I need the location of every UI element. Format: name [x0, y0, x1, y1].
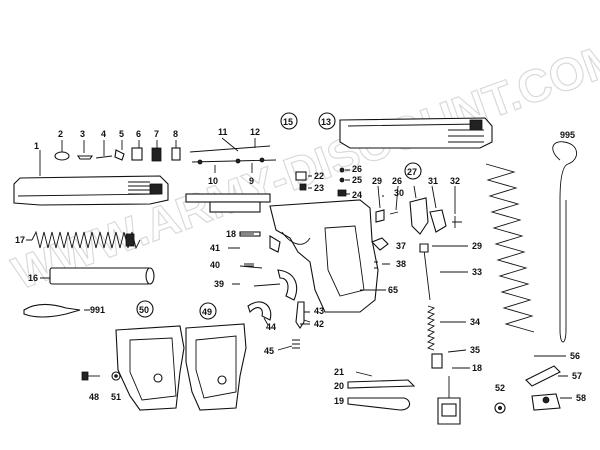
slide-part-1: [13, 175, 169, 206]
rods-9-12: [189, 137, 277, 173]
recoil-guide-16: [49, 267, 155, 285]
label-27: 27: [407, 167, 417, 177]
label-42: 42: [314, 319, 324, 329]
label-50-circle: [136, 300, 154, 318]
label-24: 24: [352, 190, 362, 200]
magazine-loader-995: [552, 141, 577, 343]
label-1: 1: [34, 141, 39, 151]
small-parts-37-38: [371, 237, 390, 269]
label-995: 995: [560, 130, 575, 140]
label-49: 49: [202, 307, 212, 317]
small-parts-35-18: [431, 349, 470, 369]
label-991: 991: [90, 305, 105, 315]
tool-part-991: [23, 303, 81, 318]
label-49-circle: [199, 302, 217, 320]
label-35: 35: [470, 345, 480, 355]
label-26b: 26: [392, 176, 402, 186]
label-15: 15: [283, 117, 293, 127]
label-50: 50: [139, 305, 149, 315]
label-21: 21: [334, 367, 344, 377]
label-58: 58: [576, 393, 586, 403]
levers-19-21: [347, 371, 416, 411]
label-17: 17: [15, 235, 25, 245]
label-38: 38: [396, 259, 406, 269]
barrel-part-13: [339, 117, 493, 149]
label-44: 44: [266, 322, 276, 332]
catch-part: [437, 376, 461, 425]
label-39: 39: [214, 279, 224, 289]
label-19: 19: [334, 396, 344, 406]
label-37: 37: [396, 241, 406, 251]
hammer-group-27-31: [375, 197, 462, 235]
label-26a: 26: [352, 164, 362, 174]
label-4: 4: [101, 129, 106, 139]
label-8: 8: [173, 129, 178, 139]
washer-52: [494, 402, 506, 414]
label-13: 13: [321, 117, 331, 127]
label-29a: 29: [372, 176, 382, 186]
part-labels: 1 2 3 4 5 6 7 8 9 10 11 12 13 15 16 17 1…: [15, 112, 586, 406]
label-29b: 29: [472, 241, 482, 251]
label-18b: 18: [472, 363, 482, 373]
rod-part-33: [419, 243, 468, 301]
label-65: 65: [388, 285, 398, 295]
label-20: 20: [334, 381, 344, 391]
label-25: 25: [352, 175, 362, 185]
label-9: 9: [249, 176, 254, 186]
label-52: 52: [495, 383, 505, 393]
label-51: 51: [111, 392, 121, 402]
label-10: 10: [208, 176, 218, 186]
label-22: 22: [314, 171, 324, 181]
recoil-spring-17: [31, 230, 141, 250]
label-7: 7: [154, 129, 159, 139]
label-16: 16: [28, 273, 38, 283]
grip-panel-right-49: [185, 323, 247, 411]
label-5: 5: [119, 129, 124, 139]
frame-part-65: [185, 193, 379, 313]
spring-part-34: [426, 305, 466, 351]
magazine-spring: [485, 163, 535, 333]
small-parts-2-8: [54, 147, 181, 162]
label-45: 45: [264, 346, 274, 356]
label-31: 31: [428, 176, 438, 186]
label-2: 2: [58, 129, 63, 139]
grip-screw-48-51: [81, 371, 121, 381]
label-56: 56: [570, 351, 580, 361]
label-3: 3: [80, 129, 85, 139]
label-48: 48: [89, 392, 99, 402]
label-15-circle: [280, 112, 298, 130]
label-27-circle: [404, 162, 422, 180]
label-23: 23: [314, 183, 324, 193]
label-6: 6: [136, 129, 141, 139]
grip-panel-left-50: [115, 325, 185, 411]
label-18a: 18: [226, 229, 236, 239]
label-30: 30: [394, 188, 404, 198]
label-12: 12: [250, 127, 260, 137]
label-40: 40: [210, 260, 220, 270]
label-13-circle: [318, 112, 336, 130]
label-33: 33: [472, 267, 482, 277]
label-11: 11: [218, 127, 228, 137]
label-32: 32: [450, 176, 460, 186]
magazine-base-parts: [525, 355, 561, 411]
label-57: 57: [572, 371, 582, 381]
label-43: 43: [314, 306, 324, 316]
label-41: 41: [210, 243, 220, 253]
small-parts-22-26: [295, 167, 347, 197]
label-34: 34: [470, 317, 480, 327]
watermark-text: WWW.ARMY-DISCOUNT.COM: [6, 30, 600, 299]
